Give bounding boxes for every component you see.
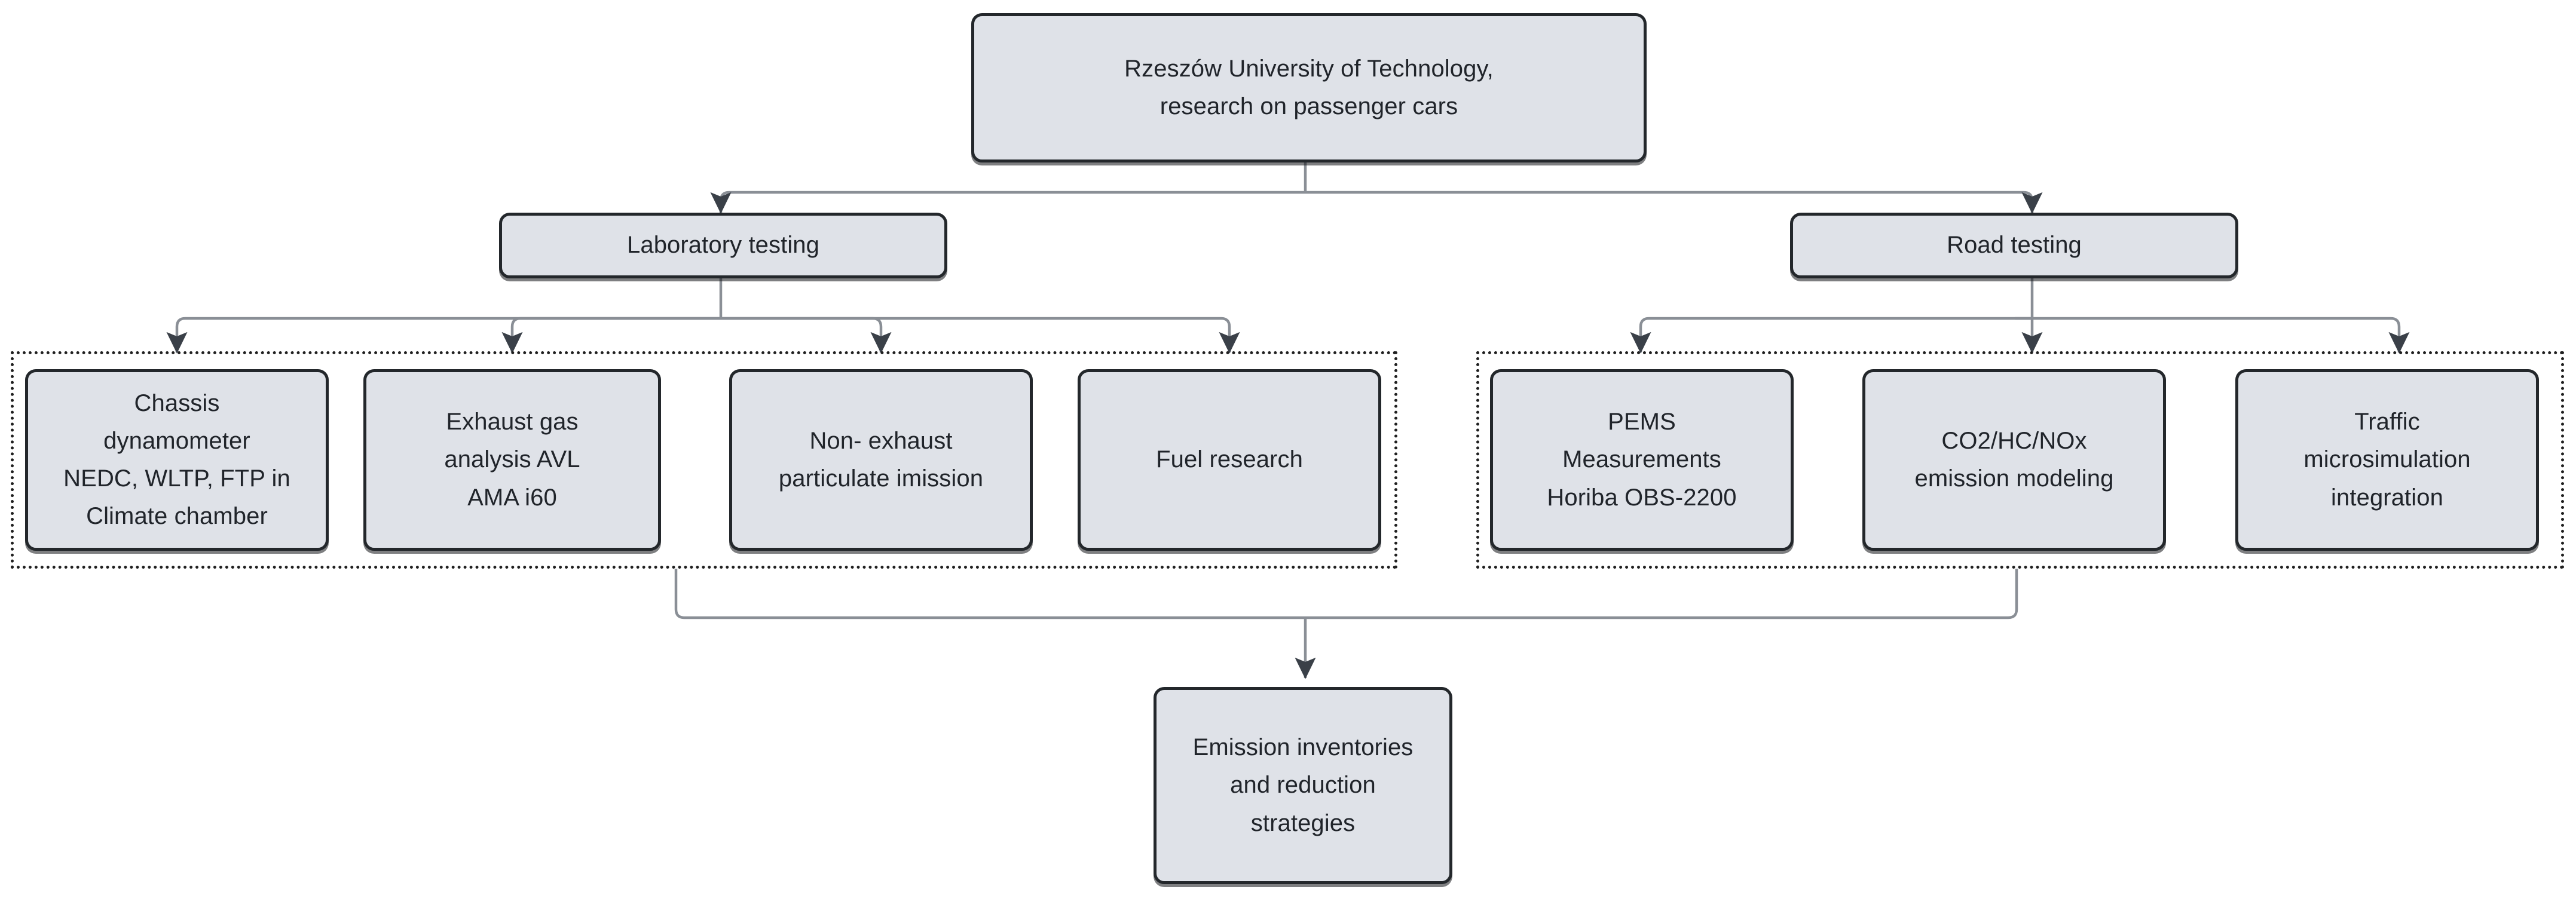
edge-road-to-pems — [1630, 317, 2032, 354]
node-root-label: Rzeszów University of Technology, resear… — [1124, 55, 1494, 119]
node-traffic-microsimulation-label: Traffic microsimulation integration — [2303, 409, 2471, 511]
edge-road-to-traffic — [2032, 317, 2410, 354]
node-pems-measurements[interactable]: PEMS Measurements Horiba OBS-2200 — [1490, 369, 1794, 551]
edge-lab-to-fuel — [721, 317, 1240, 354]
node-traffic-microsimulation[interactable]: Traffic microsimulation integration — [2235, 369, 2539, 551]
edge-lab-to-exhaust — [501, 317, 721, 354]
node-chassis-dynamometer[interactable]: Chassis dynamometer NEDC, WLTP, FTP in C… — [25, 369, 329, 551]
node-chassis-dynamometer-label: Chassis dynamometer NEDC, WLTP, FTP in C… — [63, 389, 290, 530]
edge-root-to-road — [1305, 191, 2043, 214]
node-road-testing-label: Road testing — [1947, 232, 2082, 259]
node-non-exhaust-particulate[interactable]: Non- exhaust particulate imission — [729, 369, 1033, 551]
node-emission-modeling[interactable]: CO2/HC/NOx emission modeling — [1862, 369, 2166, 551]
node-pems-measurements-label: PEMS Measurements Horiba OBS-2200 — [1547, 409, 1737, 511]
node-exhaust-gas-analysis-label: Exhaust gas analysis AVL AMA i60 — [444, 409, 580, 511]
node-emission-modeling-label: CO2/HC/NOx emission modeling — [1914, 427, 2114, 492]
edge-road-to-modeling — [2014, 317, 2043, 354]
road-group-container — [1476, 351, 2564, 569]
edge-root-to-laboratory — [710, 191, 1305, 214]
edge-road-group-down — [1305, 569, 2018, 619]
node-emission-inventories[interactable]: Emission inventories and reduction strat… — [1154, 687, 1452, 884]
node-road-testing[interactable]: Road testing — [1790, 213, 2238, 278]
edge-lab-group-down — [674, 569, 1305, 619]
node-laboratory-testing-label: Laboratory testing — [627, 232, 819, 259]
node-fuel-research[interactable]: Fuel research — [1078, 369, 1381, 551]
node-root[interactable]: Rzeszów University of Technology, resear… — [971, 13, 1647, 162]
node-emission-inventories-label: Emission inventories and reduction strat… — [1192, 734, 1414, 836]
node-laboratory-testing[interactable]: Laboratory testing — [499, 213, 947, 278]
laboratory-group-container — [11, 351, 1397, 569]
edge-lab-to-chassis — [166, 317, 721, 354]
edge-lab-to-nonexhaust — [721, 317, 892, 354]
node-exhaust-gas-analysis[interactable]: Exhaust gas analysis AVL AMA i60 — [363, 369, 661, 551]
node-non-exhaust-particulate-label: Non- exhaust particulate imission — [778, 427, 984, 492]
node-fuel-research-label: Fuel research — [1156, 446, 1303, 473]
